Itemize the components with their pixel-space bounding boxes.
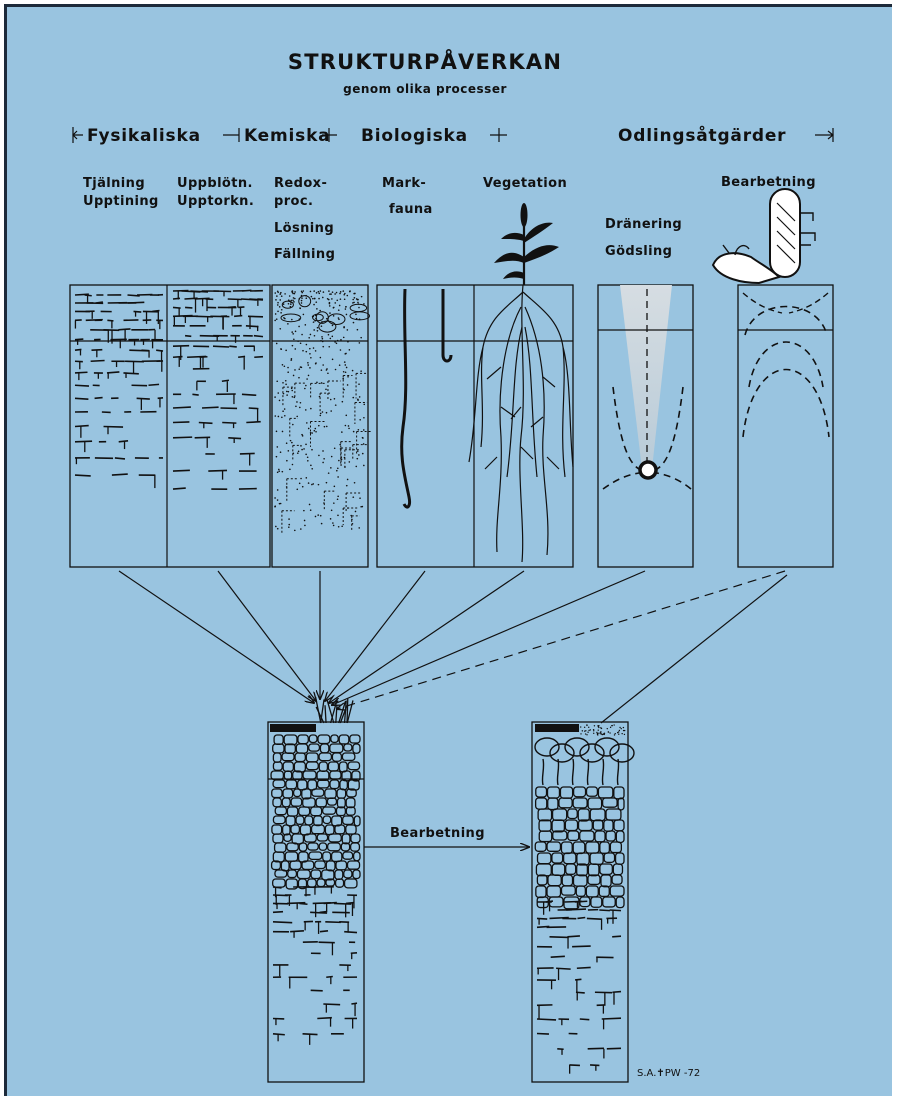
tillage-arrow-label: Bearbetning <box>390 826 485 841</box>
signature: S.A.✝PW -72 <box>637 1068 700 1079</box>
precipitation-dots <box>274 290 372 534</box>
label-bearbetning-top: Bearbetning <box>721 175 816 190</box>
label-upptining: Upptining <box>83 194 159 209</box>
category-kemiska: Kemiska <box>244 126 330 146</box>
result-profile-tilled <box>532 722 634 1082</box>
label-losning: Lösning <box>274 221 334 236</box>
diagram-title: STRUKTURPÅVERKAN <box>288 49 562 74</box>
label-godsling: Gödsling <box>605 244 672 259</box>
structure-diagram: STRUKTURPÅVERKAN genom olika processer F… <box>7 7 892 1096</box>
frost-cracks <box>75 294 163 488</box>
category-biologiska: Biologiska <box>361 126 468 146</box>
profile-kemiska <box>272 285 372 567</box>
label-uppblotn: Uppblötn. <box>177 176 253 191</box>
category-fysikaliska: Fysikaliska <box>87 126 201 146</box>
label-tjalning: Tjälning <box>83 176 145 191</box>
grass-icon <box>316 697 353 723</box>
crumb-structure <box>268 735 364 1045</box>
label-fauna: fauna <box>389 202 433 217</box>
result-profile-natural <box>268 697 364 1082</box>
earthworm-icon <box>402 289 451 507</box>
label-upptorkn: Upptorkn. <box>177 194 254 209</box>
label-mark: Mark- <box>382 176 426 191</box>
label-dranering: Dränering <box>605 217 682 232</box>
label-fallning: Fällning <box>274 247 335 262</box>
tillage-arrow: Bearbetning <box>364 826 529 847</box>
roots-icon <box>469 285 573 562</box>
clod-structure <box>535 724 634 1073</box>
profile-bearbetning <box>738 285 833 567</box>
drain-pipe-icon <box>640 462 656 478</box>
label-proc: proc. <box>274 194 313 209</box>
diagram-subtitle: genom olika processer <box>343 82 507 96</box>
category-scale: Fysikaliska Kemiska Biologiska Odlingsåt… <box>73 124 833 146</box>
profile-fysikaliska <box>70 285 270 567</box>
label-redox: Redox- <box>274 176 327 191</box>
process-labels: Tjälning Upptining Uppblötn. Upptorkn. R… <box>83 175 816 262</box>
profile-biologiska <box>377 203 573 567</box>
plant-icon <box>494 203 559 285</box>
profile-dranering <box>598 285 693 567</box>
wetting-cracks <box>173 290 263 489</box>
category-odlingsatgarder: Odlingsåtgärder <box>618 124 786 146</box>
tractor-icon <box>713 189 815 283</box>
influence-arrows <box>119 571 787 723</box>
label-vegetation: Vegetation <box>483 176 567 191</box>
diagram-frame: STRUKTURPÅVERKAN genom olika processer F… <box>4 4 892 1096</box>
